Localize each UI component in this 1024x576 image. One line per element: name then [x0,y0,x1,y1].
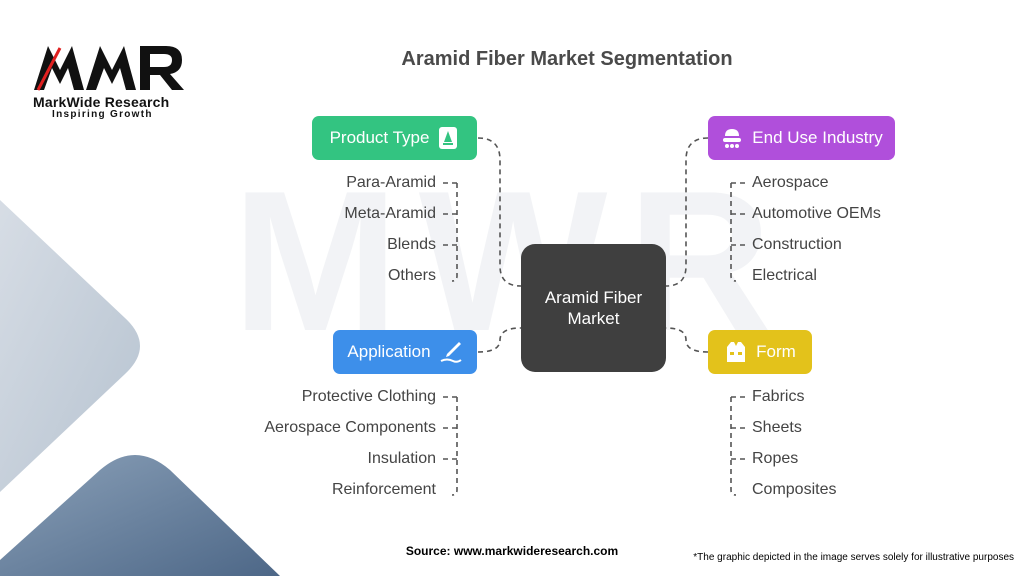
connector-form [665,327,709,353]
connector-product-type [477,137,522,287]
node-product-type-label: Product Type [329,128,430,147]
list-item: Aerospace Components [264,419,436,436]
bg-diamond-light [0,200,140,492]
list-item: Aerospace [752,174,829,191]
connector-end-use [665,137,709,287]
list-item: Electrical [752,267,817,284]
list-item: Fabrics [752,388,805,405]
node-end-use: End Use Industry [708,116,895,160]
list-item: Automotive OEMs [752,205,881,222]
list-item: Blends [387,236,436,253]
list-item: Others [387,267,436,284]
bracket-end-use [730,183,737,282]
connector-application [477,327,522,353]
pen-icon [439,340,463,364]
list-item: Reinforcement [331,481,436,498]
node-form: Form [708,330,812,374]
list-item: Insulation [367,450,437,467]
list-item: Para-Aramid [346,174,436,191]
list-item: Construction [752,236,842,253]
list-item: Meta-Aramid [344,205,436,222]
brand-tagline: Inspiring Growth [52,109,153,120]
svg-text:MWR: MWR [232,150,792,373]
node-form-label: Form [756,342,796,361]
bracket-application [451,397,458,496]
brand-name: MarkWide Research [33,94,170,110]
brand-logo [34,46,184,91]
bracket-product-type [451,183,458,282]
vest-icon [724,340,748,364]
disclaimer-text: *The graphic depicted in the image serve… [693,552,1014,563]
bg-diamond-dark [0,455,280,576]
bracket-form [730,397,737,496]
node-application: Application [333,330,477,374]
bottle-icon [437,126,459,150]
node-product-type: Product Type [312,116,477,160]
list-item: Protective Clothing [301,388,436,405]
node-application-label: Application [347,342,431,361]
list-item: Sheets [752,419,802,436]
factory-icon [720,126,744,150]
diagram-title: Aramid Fiber Market Segmentation [401,48,733,70]
center-label-line1: Aramid Fiber [544,288,643,307]
list-item: Composites [752,481,837,498]
list-item: Ropes [752,450,799,467]
source-text: Source: www.markwideresearch.com [405,544,619,558]
center-label-line2: Market [567,309,620,328]
node-end-use-label: End Use Industry [752,128,883,147]
